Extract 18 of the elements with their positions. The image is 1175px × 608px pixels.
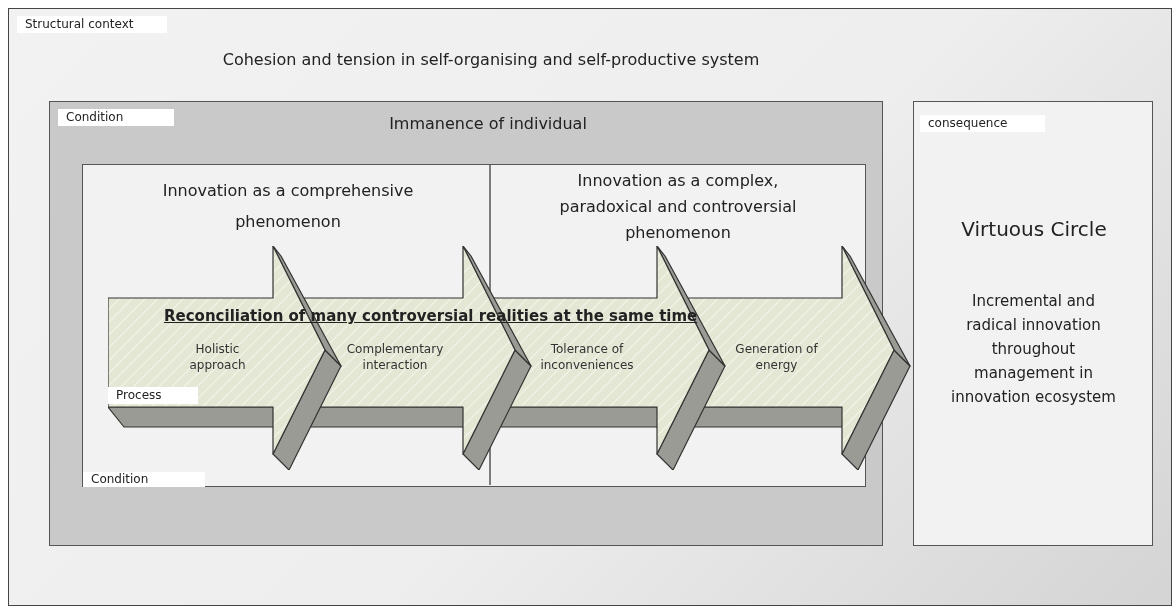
- section-tag: Condition: [58, 109, 174, 126]
- description-text: Incremental and radical innovation throughout management in innovation ecosystem: [950, 291, 1117, 408]
- heading-text: Innovation as a comprehensive phenomenon: [161, 180, 415, 233]
- context-panel: [8, 8, 1172, 606]
- heading-text: Immanence of individual: [388, 114, 588, 134]
- step-label: Complementary interaction: [345, 341, 445, 373]
- heading-text: Innovation as a complex, paradoxical and controversial phenomenon: [558, 170, 798, 244]
- step-label: Generation of energy: [734, 341, 819, 373]
- step-label: Tolerance of inconveniences: [539, 341, 635, 373]
- section-tag: Process: [108, 387, 198, 404]
- section-tag: Condition: [83, 472, 205, 487]
- section-tag: Structural context: [17, 16, 167, 33]
- step-label: Holistic approach: [188, 341, 247, 373]
- section-tag: consequence: [920, 115, 1045, 132]
- heading-text: Cohesion and tension in self-organising and self-productive system: [221, 50, 761, 70]
- box-title: Virtuous Circle: [960, 217, 1108, 242]
- consequence-panel: [913, 101, 1153, 546]
- process-band: [108, 246, 911, 470]
